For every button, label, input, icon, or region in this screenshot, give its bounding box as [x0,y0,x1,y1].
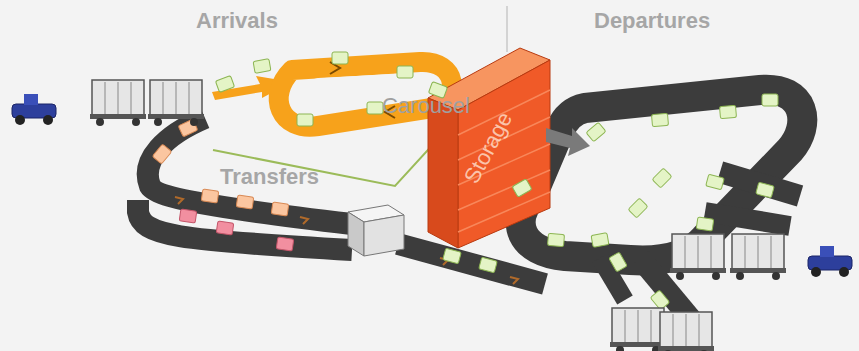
baggage-items [397,66,413,78]
baggage-items [271,202,289,216]
security-scanner [364,215,404,256]
node-label: Storage [459,108,518,188]
storage-rack [458,90,550,232]
baggage-carts [670,234,726,280]
security-scanner [348,212,364,256]
baggage-items [720,105,737,118]
storage-rack [428,48,590,248]
baggage-carts [658,312,714,351]
baggage-items [706,174,725,190]
baggage-items [332,52,348,64]
baggage-items [216,221,234,235]
node-label: Carousel [382,93,470,119]
baggage-items [152,144,171,164]
baggage-items [215,76,234,93]
baggage-items [586,122,606,141]
baggage-carts [90,80,146,126]
divider-line [506,6,508,52]
baggage-items [443,248,462,264]
transfer-belts [148,118,352,224]
storage-rack [546,128,590,156]
storage-rack [428,98,458,248]
baggage-items [297,114,313,126]
baggage-items [756,182,775,198]
baggage-items [512,179,532,197]
baggage-items [696,217,714,231]
baggage-items [479,257,498,273]
baggage-items [650,290,669,310]
section-heading: Arrivals [196,8,278,34]
baggage-items [652,113,669,126]
baggage-items [367,102,383,114]
baggage-items [628,198,648,218]
baggage-carts [12,80,852,351]
baggage-items [609,252,627,272]
baggage-carts [148,80,204,126]
departure-loop [521,90,803,330]
baggage-items [276,237,294,251]
baggage-carts [12,94,56,125]
baggage-items [548,233,565,246]
area-label: Transfers [220,164,319,190]
storage-box: Storage [428,50,550,246]
baggage-carts [610,308,666,351]
carousel-area: Carousel [230,52,470,160]
security-scanner [348,205,404,256]
divider-line [507,6,508,52]
baggage-items [652,168,672,188]
baggage-items [152,52,778,310]
baggage-items [591,233,609,248]
baggage-items [201,189,219,203]
baggage-items [236,195,254,209]
storage-rack [458,60,550,248]
baggage-carts [808,246,852,277]
baggage-items [179,209,197,223]
baggage-carts [730,234,786,280]
departure-loop [705,212,790,226]
baggage-items [762,94,778,106]
baggage-items [253,59,271,74]
section-heading: Departures [594,8,710,34]
